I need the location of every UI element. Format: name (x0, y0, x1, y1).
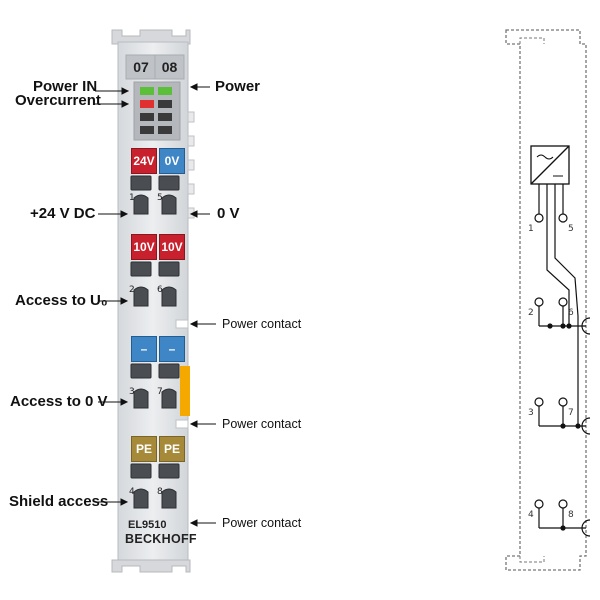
spring-terminals (130, 175, 180, 509)
tab-minus-right: – (159, 336, 185, 362)
leader-lines (95, 83, 216, 527)
terminal-number-5: 5 (157, 193, 163, 203)
tab-0v: 0V (159, 148, 185, 174)
channel-label-1: 07 (133, 59, 149, 75)
side-contact-2 (187, 135, 195, 147)
label-0v: 0 V (217, 205, 240, 222)
side-contact-1 (187, 111, 195, 123)
tab-pe-left: PE (131, 436, 157, 462)
schematic-number-7: 7 (568, 408, 574, 418)
schematic-number-1: 1 (528, 224, 534, 234)
led-7 (140, 126, 154, 134)
terminal-number-1: 1 (129, 193, 135, 203)
terminal-number-4: 4 (129, 487, 135, 497)
notch-1 (175, 319, 189, 329)
led-overcurrent (140, 100, 154, 108)
top-latch (111, 29, 191, 45)
terminal-circle-1 (534, 213, 544, 223)
label-overcurrent: Overcurrent (15, 92, 101, 109)
tab-24v: 24V (131, 148, 157, 174)
led-4 (158, 100, 172, 108)
terminal-circle-3 (534, 397, 544, 407)
side-contact-3 (187, 159, 195, 171)
label-power: Power (215, 78, 261, 95)
orange-marker (180, 366, 190, 416)
notch-2 (175, 419, 189, 429)
schematic-number-6: 6 (568, 308, 574, 318)
terminal-number-7: 7 (157, 387, 163, 397)
label-shield-access: Shield access (9, 493, 109, 510)
schematic-number-4: 4 (528, 510, 534, 520)
label-power-contact-1: Power contact (222, 317, 302, 331)
terminal-circle-7 (558, 397, 568, 407)
terminal-circle-6 (558, 297, 568, 307)
tab-10v-right: 10V (159, 234, 185, 260)
schematic-number-3: 3 (528, 408, 534, 418)
terminal-circle-5 (558, 213, 568, 223)
terminal-number-8: 8 (157, 487, 163, 497)
side-contact-4 (187, 183, 195, 195)
terminal-circle-8 (558, 499, 568, 509)
schematic-number-8: 8 (568, 510, 574, 520)
led-6 (158, 113, 172, 121)
schematic-number-5: 5 (568, 224, 574, 234)
model-name: EL9510 (128, 519, 167, 531)
terminal-circle-4 (534, 499, 544, 509)
schematic-number-2: 2 (528, 308, 534, 318)
terminal-number-2: 2 (129, 285, 135, 295)
label-power-in: Power IN (33, 78, 98, 95)
channel-label-2: 08 (161, 59, 178, 75)
led-5 (140, 113, 154, 121)
tab-pe-right: PE (159, 436, 185, 462)
brand-logo: BECKHOFF (125, 532, 197, 546)
led-8 (158, 126, 172, 134)
terminal-number-6: 6 (157, 285, 163, 295)
label-access-u0: Access to U₀ (15, 292, 108, 309)
label-access-0v: Access to 0 V (10, 393, 108, 410)
bottom-latch (111, 559, 191, 573)
label-power-contact-3: Power contact (222, 516, 302, 530)
tab-minus-left: – (131, 336, 157, 362)
terminal-circle-2 (534, 297, 544, 307)
schematic-outline (505, 29, 587, 571)
terminal-number-3: 3 (129, 387, 135, 397)
label-plus24vdc: +24 V DC (30, 205, 96, 222)
tab-10v-left: 10V (131, 234, 157, 260)
label-power-contact-2: Power contact (222, 417, 302, 431)
led-2 (158, 87, 172, 95)
led-power (140, 87, 154, 95)
